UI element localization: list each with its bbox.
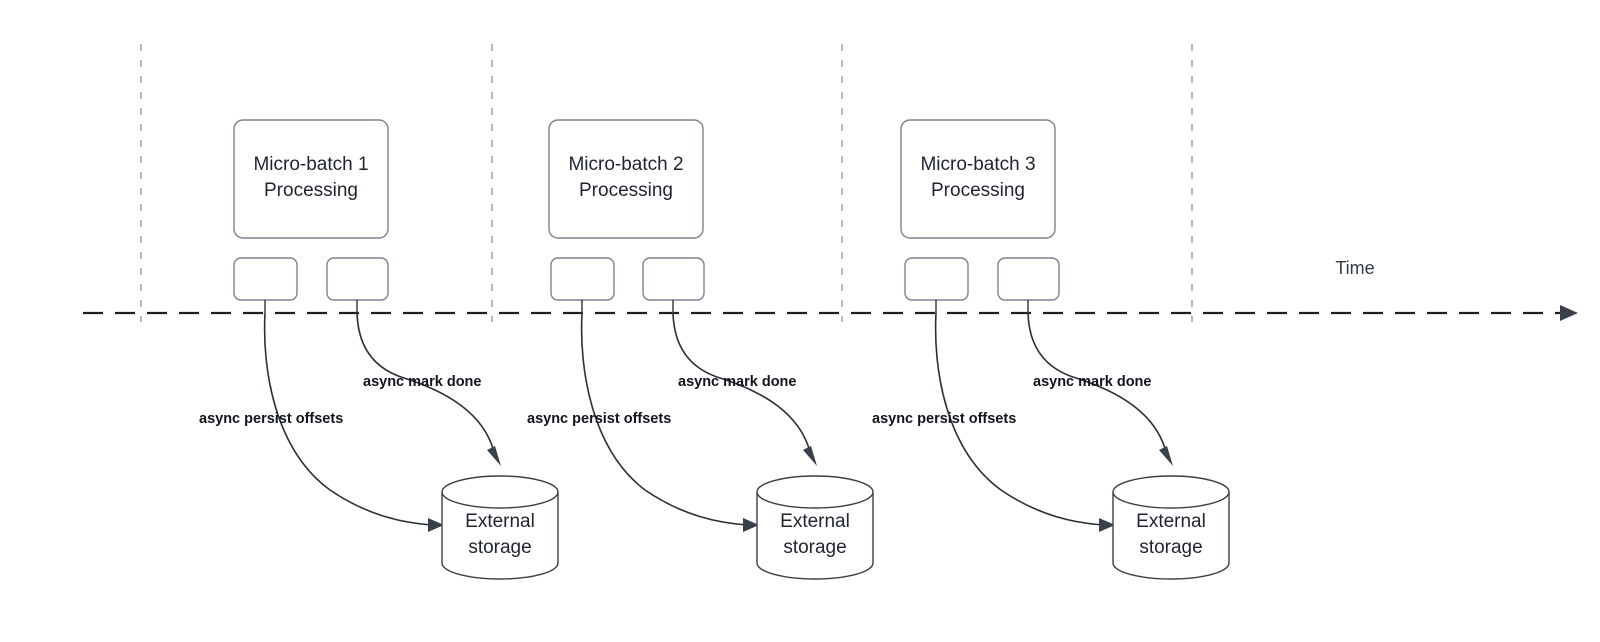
micro-batch-3-storage-label-line2: storage xyxy=(1139,537,1202,558)
micro-batch-3-storage-label-line1: External xyxy=(1136,511,1206,532)
micro-batch-3-persist-arrowhead-icon xyxy=(1099,518,1115,532)
micro-batch-1-persist-offsets-arrow xyxy=(263,312,433,526)
micro-batch-3-title-line1: Micro-batch 3 xyxy=(920,154,1035,175)
micro-batch-2-storage-label-line2: storage xyxy=(783,537,846,558)
time-axis-arrow-icon xyxy=(1560,305,1578,321)
micro-batch-3-processing-box[interactable] xyxy=(900,119,1056,239)
micro-batch-2-storage-cylinder-body[interactable] xyxy=(756,492,874,580)
micro-batch-2-persist-offsets-arrow xyxy=(580,312,748,526)
micro-batch-2-title-line1: Micro-batch 2 xyxy=(568,154,683,175)
micro-batch-1-task-a-box[interactable] xyxy=(233,257,298,301)
micro-batch-3-mark-done-arrow xyxy=(1027,312,1167,453)
micro-batch-1-persist-offsets-label: async persist offsets xyxy=(199,411,343,427)
time-axis-label: Time xyxy=(1335,258,1374,278)
group-micro-batch-3: Micro-batch 3 Processing async persist o… xyxy=(872,119,1230,580)
micro-batch-1-storage-label-line2: storage xyxy=(468,537,531,558)
micro-batch-1-mark-done-label: async mark done xyxy=(363,374,481,390)
micro-batch-3-task-b-box[interactable] xyxy=(997,257,1060,301)
micro-batch-1-storage-cylinder-top xyxy=(441,475,559,509)
micro-batch-3-mark-done-arrowhead-icon xyxy=(1159,446,1173,466)
micro-batch-2-storage-label-line1: External xyxy=(780,511,850,532)
micro-batch-1-storage-cylinder-body[interactable] xyxy=(441,492,559,580)
micro-batch-1-storage-label-line1: External xyxy=(465,511,535,532)
micro-batch-1-processing-box[interactable] xyxy=(233,119,389,239)
micro-batch-2-persist-arrowhead-icon xyxy=(743,518,759,532)
micro-batch-1-task-b-box[interactable] xyxy=(326,257,389,301)
micro-batch-2-mark-done-arrowhead-icon xyxy=(803,446,817,466)
micro-batch-1-persist-arrowhead-icon xyxy=(428,518,444,532)
micro-batch-2-storage-cylinder-top xyxy=(756,475,874,509)
micro-batch-1-title-line2: Processing xyxy=(264,180,358,201)
micro-batch-2-task-b-box[interactable] xyxy=(642,257,705,301)
micro-batch-3-mark-done-label: async mark done xyxy=(1033,374,1151,390)
micro-batch-2-mark-done-arrow xyxy=(672,312,811,453)
micro-batch-1-title-line1: Micro-batch 1 xyxy=(253,154,368,175)
micro-batch-2-task-a-box[interactable] xyxy=(550,257,615,301)
micro-batch-2-title-line2: Processing xyxy=(579,180,673,201)
micro-batch-3-persist-offsets-label: async persist offsets xyxy=(872,411,1016,427)
micro-batch-3-storage-cylinder-body[interactable] xyxy=(1112,492,1230,580)
micro-batch-2-processing-box[interactable] xyxy=(548,119,704,239)
group-micro-batch-1: Micro-batch 1 Processing async persist o… xyxy=(199,119,559,580)
micro-batch-3-title-line2: Processing xyxy=(931,180,1025,201)
micro-batch-2-mark-done-label: async mark done xyxy=(678,374,796,390)
micro-batch-3-persist-offsets-arrow xyxy=(934,312,1104,526)
micro-batch-3-task-a-box[interactable] xyxy=(904,257,969,301)
micro-batch-1-mark-done-arrowhead-icon xyxy=(487,446,501,466)
micro-batch-1-mark-done-arrow xyxy=(356,312,495,453)
group-micro-batch-2: Micro-batch 2 Processing async persist o… xyxy=(527,119,874,580)
micro-batch-2-persist-offsets-label: async persist offsets xyxy=(527,411,671,427)
micro-batch-3-storage-cylinder-top xyxy=(1112,475,1230,509)
